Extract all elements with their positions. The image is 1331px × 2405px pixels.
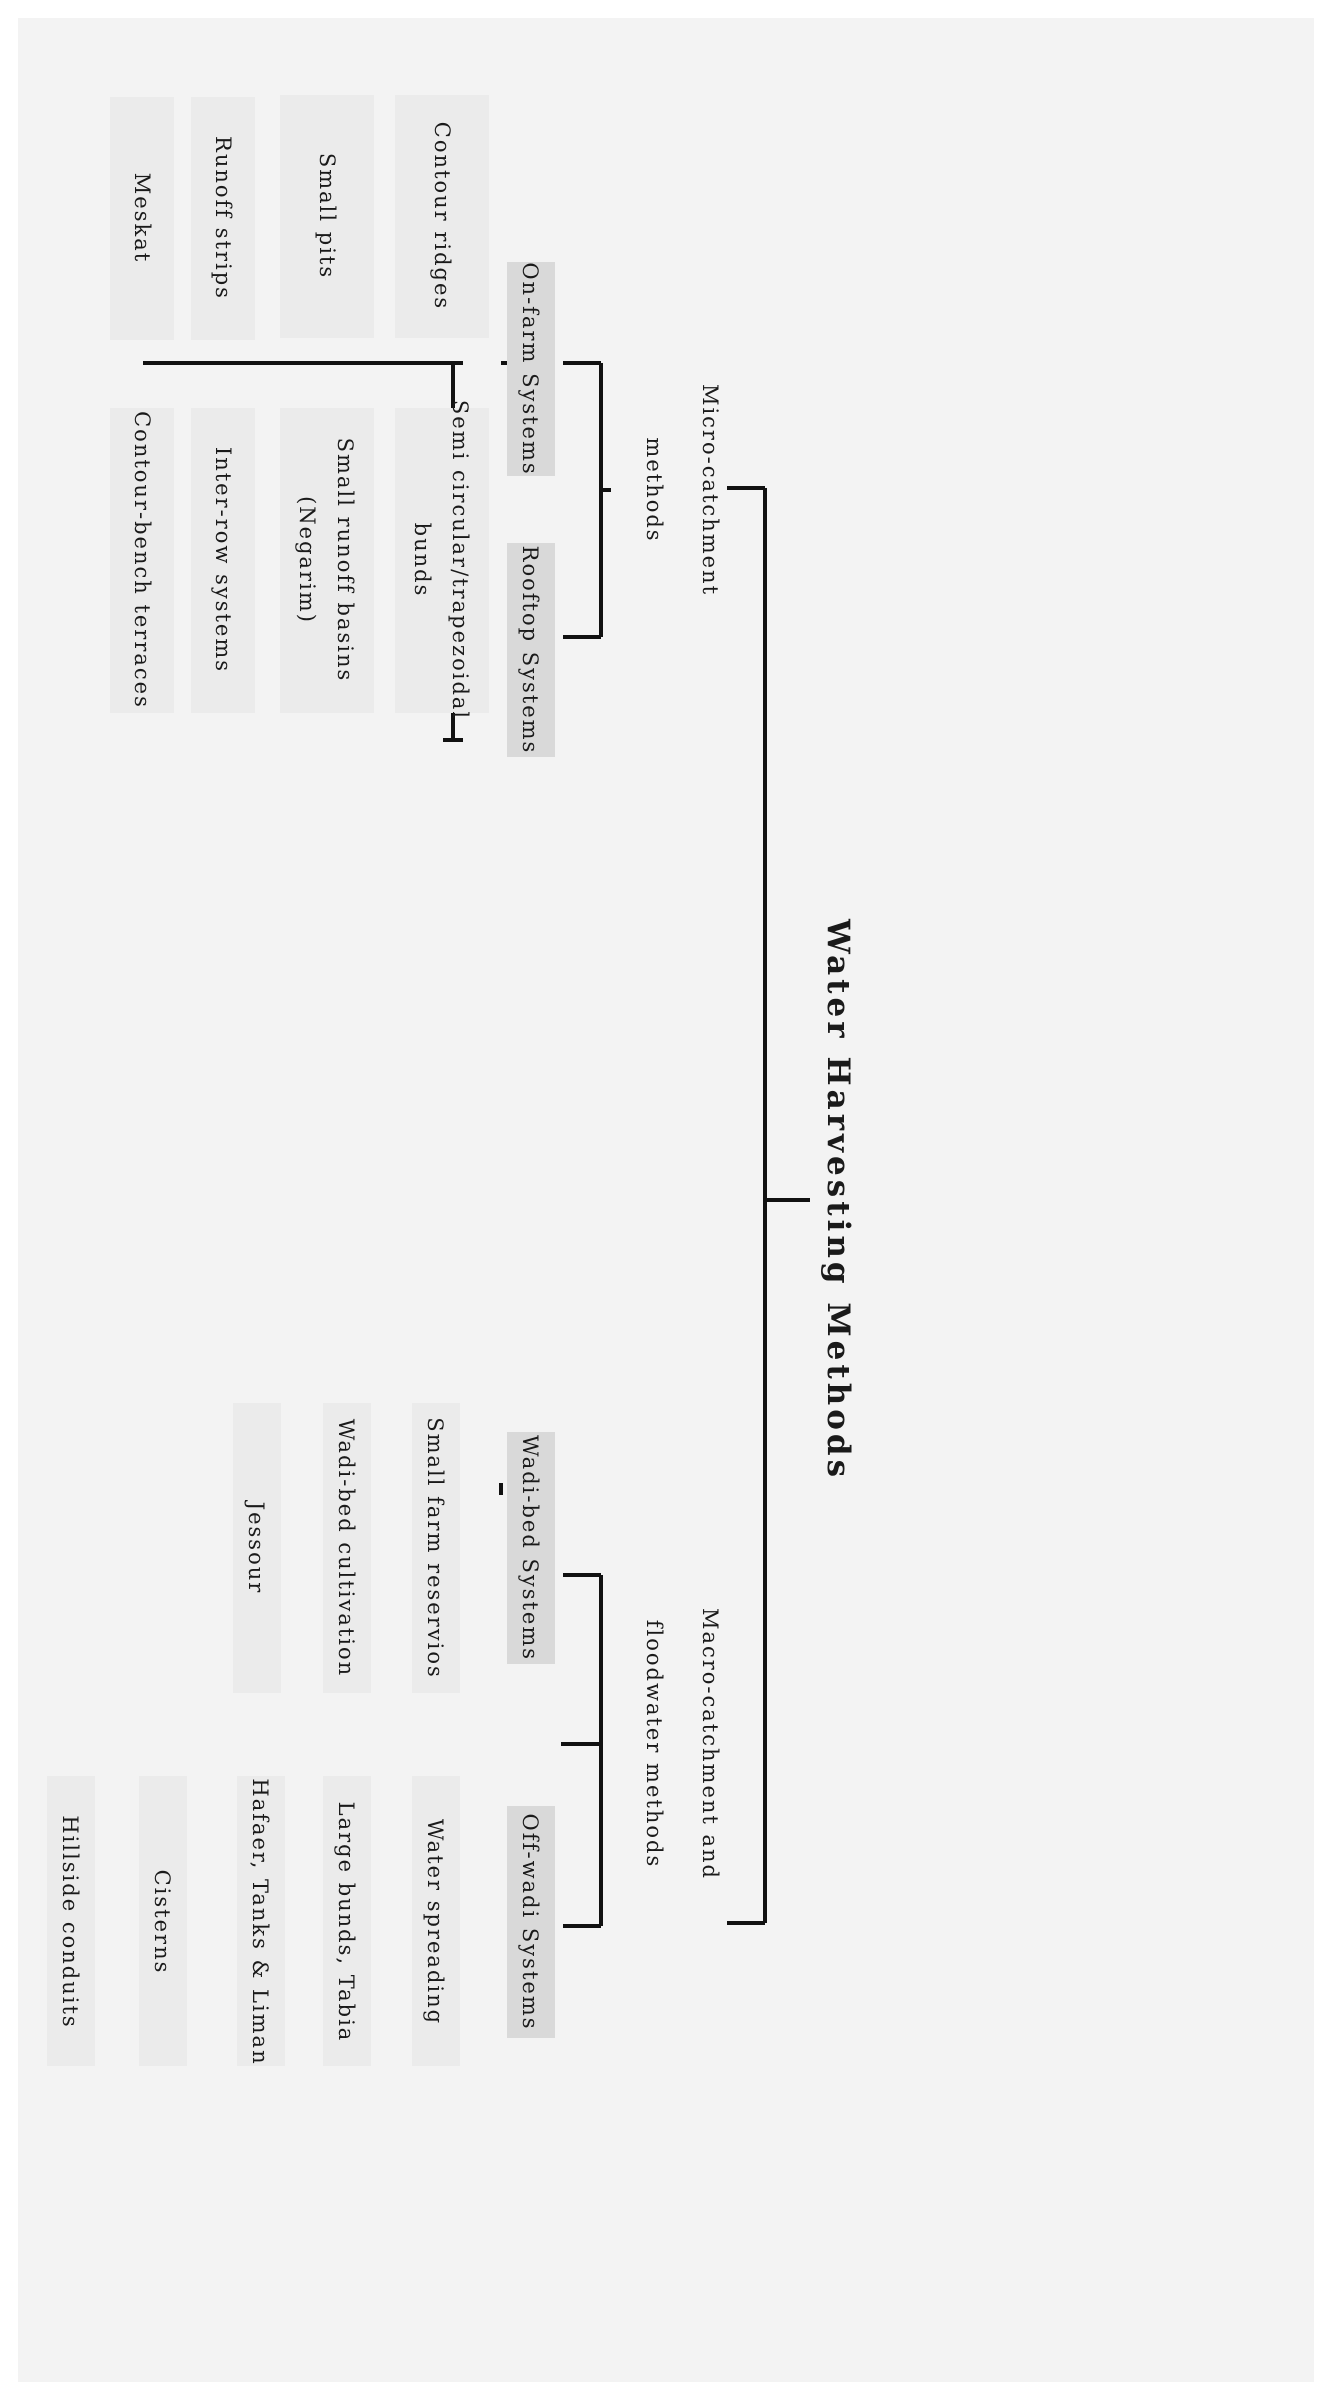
leaf-meskat: Meskat	[130, 173, 154, 263]
wadi-bed-systems-label: Wadi-bed Systems	[518, 1435, 542, 1661]
leaf-box	[237, 1776, 285, 2066]
leaf-box	[395, 408, 489, 713]
leaf-small-runoff-basins-line-1: Small runoff basins	[333, 438, 357, 683]
leaf-box	[139, 1776, 187, 2066]
diagram-rotated-group: Water Harvesting Methods	[47, 95, 856, 2066]
leaf-semi-circular-line-2: bunds	[410, 523, 434, 598]
leaf-small-pits: Small pits	[315, 153, 339, 279]
leaf-box	[412, 1776, 460, 2066]
leaf-small-farm-reservios: Small farm reservios	[423, 1417, 447, 1679]
leaf-small-runoff-basins-line-2: (Negarim)	[295, 496, 319, 624]
leaf-wadi-bed-cultivation: Wadi-bed cultivation	[334, 1419, 358, 1677]
diagram-title: Water Harvesting Methods	[820, 918, 856, 1481]
leaf-hafaer-tanks-liman: Hafaer, Tanks & Liman	[248, 1778, 272, 2065]
diagram-panel	[18, 18, 1314, 2382]
leaf-water-spreading: Water spreading	[423, 1819, 447, 2025]
leaf-box	[110, 408, 174, 713]
leaf-cisterns: Cisterns	[150, 1870, 174, 1975]
rooftop-systems-box	[507, 543, 555, 757]
leaf-jessour: Jessour	[244, 1500, 268, 1595]
leaf-box	[412, 1403, 460, 1693]
leaf-box	[110, 97, 174, 340]
leaf-contour-ridges: Contour ridges	[430, 122, 454, 310]
leaf-box	[280, 408, 374, 713]
leaf-large-bunds-tabia: Large bunds, Tabia	[334, 1802, 358, 2043]
leaf-semi-circular-line-1: Semi circular/trapezoidal	[448, 400, 472, 720]
leaf-box	[323, 1776, 371, 2066]
rooftop-systems-label: Rooftop Systems	[518, 546, 542, 755]
on-farm-systems-box	[507, 262, 555, 476]
leaf-inter-row-systems: Inter-row systems	[211, 447, 235, 673]
leaf-box	[191, 408, 255, 713]
leaf-box	[233, 1403, 281, 1693]
macro-label-line-2: floodwater methods	[642, 1620, 666, 1868]
macro-label-line-1: Macro-catchment and	[698, 1608, 722, 1880]
leaf-box	[323, 1403, 371, 1693]
leaf-contour-bench-terraces: Contour-bench terraces	[130, 411, 154, 709]
off-wadi-systems-label: Off-wadi Systems	[518, 1813, 542, 2030]
leaf-box	[191, 97, 255, 340]
off-wadi-systems-box	[507, 1806, 555, 2038]
micro-label-line-1: Micro-catchment	[698, 384, 722, 596]
leaf-box	[47, 1776, 95, 2066]
wadi-bed-systems-box	[507, 1432, 555, 1664]
micro-label-line-2: methods	[642, 437, 666, 542]
leaf-hillside-conduits: Hillside conduits	[58, 1815, 82, 2028]
on-farm-systems-label: On-farm Systems	[518, 262, 542, 475]
leaf-box	[395, 95, 489, 338]
leaf-box	[280, 95, 374, 338]
leaf-runoff-strips: Runoff strips	[211, 136, 235, 300]
